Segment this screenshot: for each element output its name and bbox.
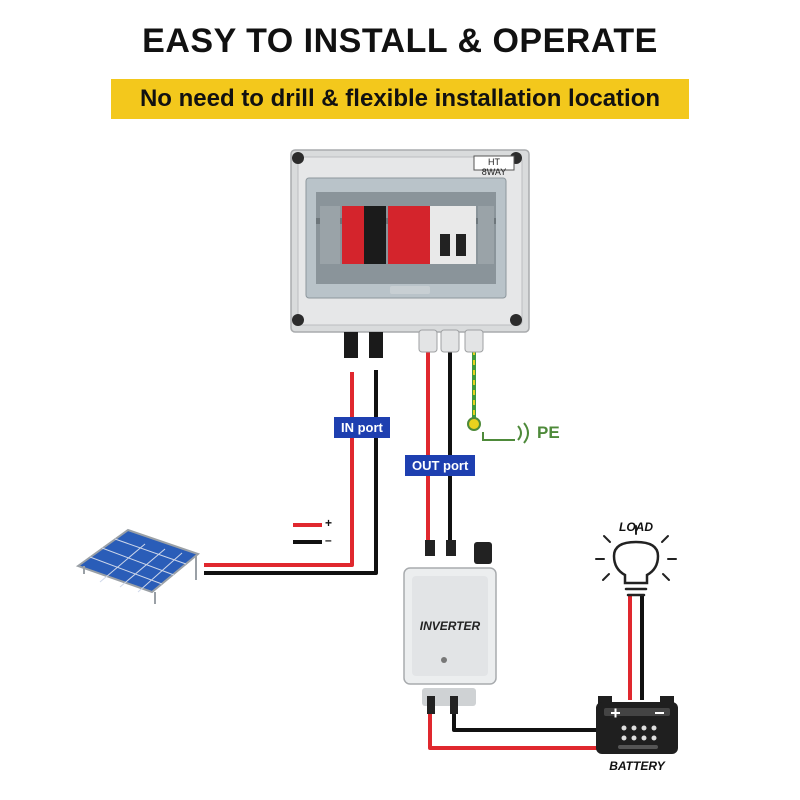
battery-label: BATTERY [609, 759, 665, 773]
inverter-device [403, 540, 497, 714]
wires [204, 350, 644, 750]
out-port-tag: OUT port [405, 455, 476, 476]
inverter-label: INVERTER [419, 619, 481, 633]
legend-plus-sign: + [325, 516, 333, 530]
in-port-tag: IN port [334, 417, 390, 438]
wire-battery-positive [428, 712, 600, 750]
subtitle-text: No need to drill & flexible installation… [139, 85, 661, 112]
subtitle-banner: No need to drill & flexible installation… [111, 79, 689, 119]
load-label: LOAD [619, 520, 653, 534]
battery-icon [596, 696, 678, 754]
combiner-box [290, 149, 530, 358]
page-title: EASY TO INSTALL & OPERATE [142, 22, 658, 60]
ground-symbol-icon [467, 417, 529, 444]
combiner-model-label: HT 8WAY [481, 157, 507, 177]
lightbulb-icon [595, 525, 677, 597]
solar-panel-icon [75, 528, 201, 604]
wire-battery-negative [452, 712, 600, 732]
legend-minus-sign: – [325, 533, 332, 547]
pe-label: PE [537, 423, 560, 442]
